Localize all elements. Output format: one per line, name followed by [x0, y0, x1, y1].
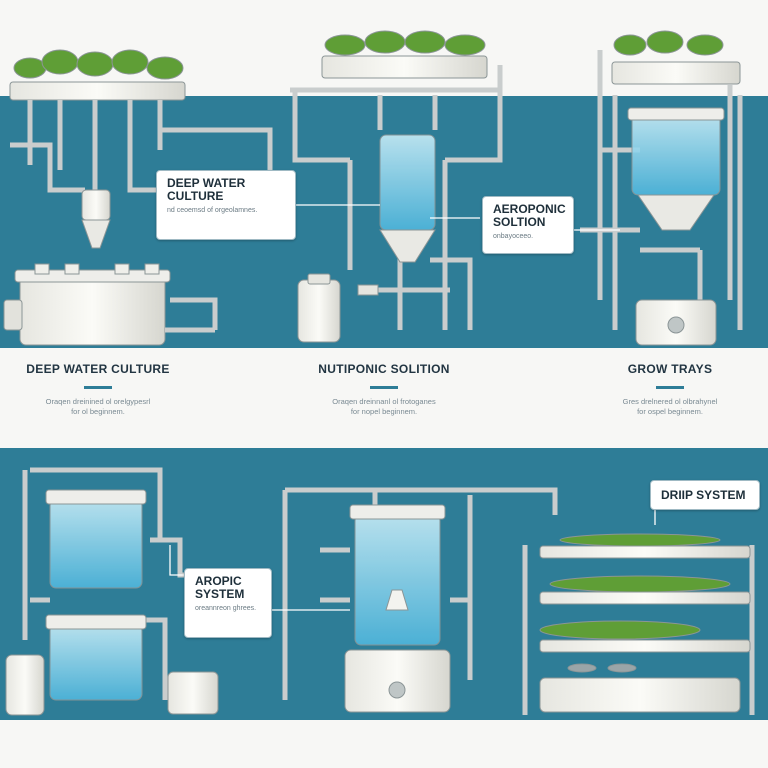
plant-tray — [13, 49, 184, 80]
callout-title: DEEP WATER CULTURE — [167, 176, 246, 203]
caption-grow-trays: GROW TRAYS Gres drelnered ol olbrahynel … — [560, 362, 768, 417]
callout-title: AROPIC SYSTEM — [195, 574, 245, 601]
callout-drip-system: DRIIP SYSTEM — [650, 480, 760, 510]
footer-band — [0, 720, 768, 768]
caption-description: Gres drelnered ol olbrahynel for ospel b… — [622, 397, 718, 416]
callout-subtitle: nd ceoemsd of orgeolamnes. — [167, 207, 258, 214]
caption-heading: NUTIPONIC SOLITION — [318, 362, 450, 376]
caption-divider — [370, 386, 398, 389]
caption-band — [0, 348, 768, 448]
callout-title: AEROPONIC SOLTION — [493, 202, 566, 229]
stacked-tanks-bottom-left — [5, 467, 219, 716]
callout-title: DRIIP SYSTEM — [661, 488, 746, 502]
caption-heading: DEEP WATER CULTURE — [26, 362, 170, 376]
caption-deep-water-culture: DEEP WATER CULTURE Oraqen dreinined ol o… — [0, 362, 208, 417]
aeroponic-tower-top-right — [580, 30, 743, 346]
dwc-system-top-left — [3, 49, 273, 346]
caption-description: Oraqen dreinnanl ol frotoganes for nopel… — [332, 397, 436, 416]
drip-racks-bottom-right — [522, 533, 755, 715]
caption-heading: GROW TRAYS — [627, 362, 713, 376]
caption-divider — [656, 386, 684, 389]
callout-deep-water-culture: DEEP WATER CULTURE nd ceoemsd of orgeola… — [156, 170, 296, 240]
callout-subtitle: onbayoceeo. — [493, 233, 534, 240]
callout-leaders — [169, 204, 656, 611]
caption-divider — [84, 386, 112, 389]
reservoir-column-bottom-center — [282, 487, 558, 713]
callout-subtitle: oreannreon ghrees. — [195, 605, 257, 612]
caption-nutiponic-solution: NUTIPONIC SOLITION Oraqen dreinnanl ol f… — [274, 362, 494, 417]
callout-aeroponic-solution: AEROPONIC SOLTION onbayoceeo. — [482, 196, 574, 254]
nutrient-column-top-center — [290, 30, 503, 343]
caption-description: Oraqen dreinined ol orelgypesrl for ol b… — [45, 397, 151, 416]
callout-aeropic-system: AROPIC SYSTEM oreannreon ghrees. — [184, 568, 272, 638]
